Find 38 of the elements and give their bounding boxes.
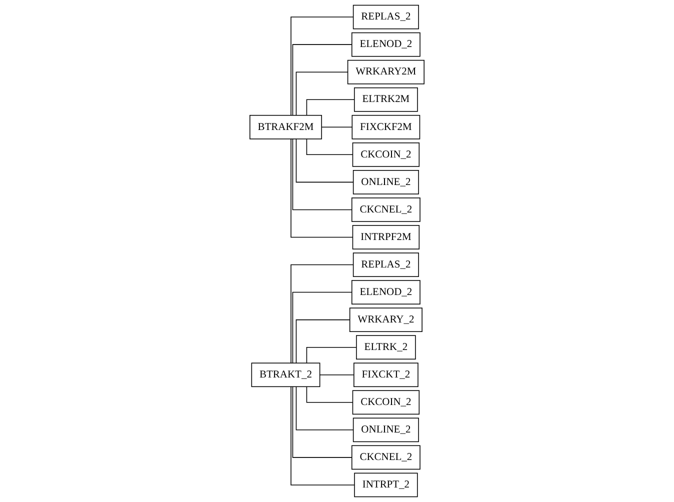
node-box: REPLAS_2 (352, 4, 419, 30)
node-box: ELTRK2M (354, 87, 418, 112)
connector (306, 138, 354, 156)
node-box: INTRPF2M (352, 225, 420, 250)
connector (306, 99, 355, 116)
connector (292, 138, 352, 210)
node-box: CKCOIN_2 (352, 390, 420, 415)
node-box: BTRAKT_2 (251, 362, 320, 388)
connector (296, 72, 348, 116)
node-box: ONLINE_2 (352, 418, 419, 442)
connector (296, 138, 354, 183)
connector (321, 126, 353, 128)
connector (292, 292, 352, 364)
connector (290, 16, 354, 116)
node-box: BTRAKF2M (250, 114, 322, 140)
node-box: CKCNEL_2 (351, 445, 420, 470)
connector (306, 346, 357, 364)
node-box: CKCOIN_2 (352, 142, 420, 167)
node-box: ONLINE_2 (352, 170, 419, 194)
connector (319, 374, 354, 376)
connector (290, 138, 354, 238)
node-box: WRKARY2M (347, 60, 424, 84)
node-box: ELENOD_2 (351, 280, 420, 304)
node-box: CKCNEL_2 (351, 198, 420, 222)
connector (296, 319, 350, 364)
connector (306, 386, 354, 403)
node-box: FIXCKT_2 (354, 362, 418, 388)
connector (296, 386, 354, 430)
node-box: FIXCKF2M (352, 114, 420, 140)
node-box: ELENOD_2 (351, 32, 420, 57)
connector (292, 44, 352, 116)
node-box: ELTRK_2 (356, 335, 416, 360)
connector (290, 264, 354, 364)
connector (290, 386, 355, 486)
connector (292, 386, 352, 458)
node-box: REPLAS_2 (352, 252, 419, 277)
node-box: INTRPT_2 (354, 472, 418, 498)
node-box: WRKARY_2 (349, 308, 422, 332)
